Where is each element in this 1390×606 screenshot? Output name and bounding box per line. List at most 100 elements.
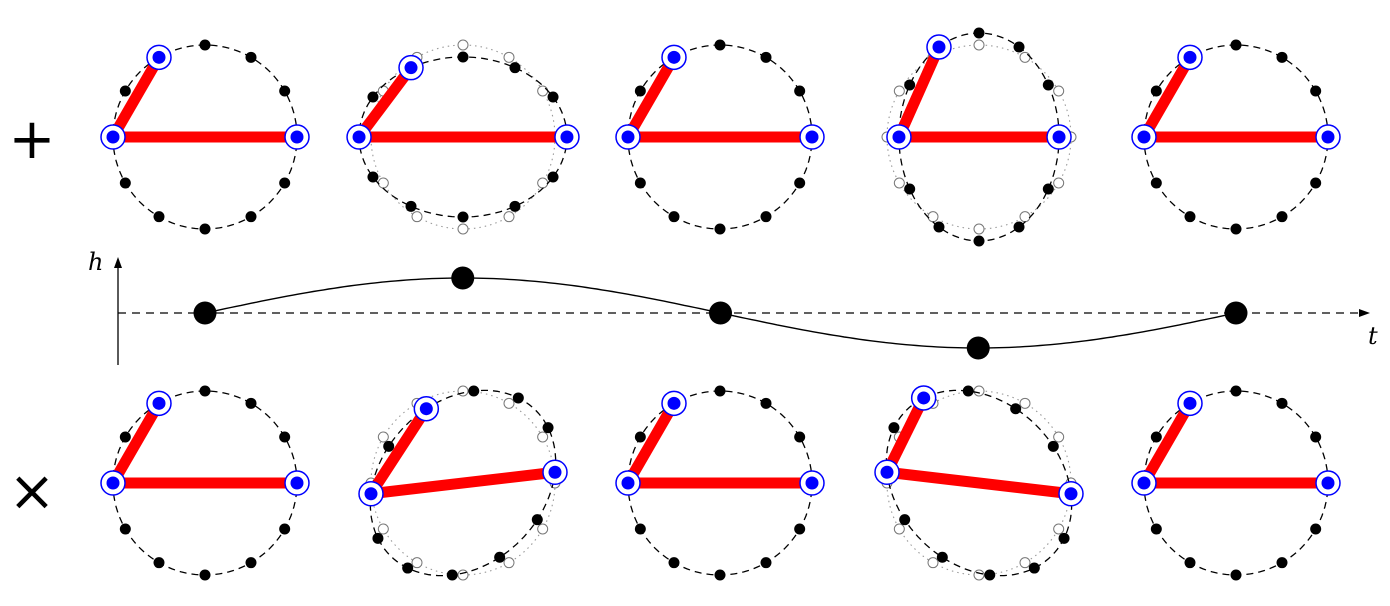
reference-mass [457, 39, 469, 51]
reference-mass [537, 85, 549, 97]
plus-row [100, 27, 1341, 247]
reference-mass [1053, 431, 1065, 443]
reference-mass [1019, 397, 1031, 409]
test-mass [153, 211, 165, 223]
interferometer-arm-diagonal [882, 395, 929, 475]
reference-mass [377, 431, 389, 443]
test-mass [668, 211, 680, 223]
test-mass [1276, 557, 1288, 569]
t-axis-arrowhead [1359, 309, 1370, 317]
test-mass [1230, 223, 1242, 235]
ring-cross-5 [1131, 385, 1341, 581]
interferometer-arm-horizontal [886, 466, 1072, 500]
test-mass [794, 523, 806, 535]
interferometer-arm-diagonal [893, 44, 945, 140]
interferometer-arm-diagonal [623, 400, 679, 486]
mirror-mass [560, 130, 574, 144]
test-mass [634, 523, 646, 535]
test-mass [367, 91, 379, 103]
mirror-mass [106, 130, 120, 144]
mirror-mass [621, 130, 635, 144]
test-mass [668, 557, 680, 569]
test-mass [714, 569, 726, 581]
test-mass [119, 523, 131, 535]
test-mass [468, 385, 480, 397]
test-mass [199, 223, 211, 235]
test-mass [245, 51, 257, 63]
test-mass [1276, 211, 1288, 223]
reference-mass [503, 397, 515, 409]
interferometer-arm-diagonal [366, 405, 431, 497]
ring-cross-1 [100, 385, 310, 581]
reference-mass [973, 385, 985, 397]
reference-mass [457, 385, 469, 397]
test-mass [372, 532, 384, 544]
mirror-mass [1137, 130, 1151, 144]
test-mass [933, 221, 945, 233]
reference-mass [537, 431, 549, 443]
ring-plus-4 [881, 27, 1077, 247]
test-mass [457, 51, 469, 63]
test-mass [984, 569, 996, 581]
test-mass [542, 422, 554, 434]
test-mass [509, 62, 521, 74]
ring-rows [100, 27, 1341, 581]
mirror-mass [1064, 487, 1078, 501]
test-mass [199, 39, 211, 51]
test-mass [1150, 85, 1162, 97]
test-mass [1230, 385, 1242, 397]
interferometer-arm-diagonal [1139, 54, 1195, 140]
test-mass [1230, 569, 1242, 581]
mirror-mass [419, 402, 433, 416]
test-mass [119, 431, 131, 443]
test-mass [973, 27, 985, 39]
mirror-mass [1183, 396, 1197, 410]
test-mass [1150, 431, 1162, 443]
test-mass [1150, 177, 1162, 189]
test-mass [794, 431, 806, 443]
test-mass [888, 422, 900, 434]
test-mass [760, 557, 772, 569]
reference-mass [927, 211, 939, 223]
test-mass [512, 392, 524, 404]
mirror-mass [1321, 130, 1335, 144]
reference-mass [457, 569, 469, 581]
reference-mass [503, 211, 515, 223]
test-mass [383, 440, 395, 452]
test-mass [402, 562, 414, 574]
mirror-mass [364, 487, 378, 501]
test-mass [794, 177, 806, 189]
mirror-mass [290, 130, 304, 144]
test-mass [509, 200, 521, 212]
test-mass [760, 51, 772, 63]
test-mass [1310, 523, 1322, 535]
cross-row [100, 385, 1341, 581]
strain-point [451, 266, 475, 290]
test-mass [794, 85, 806, 97]
mirror-mass [805, 476, 819, 490]
h-axis-label: h [88, 248, 103, 276]
test-mass [199, 569, 211, 581]
reference-mass [1053, 523, 1065, 535]
mirror-mass [805, 130, 819, 144]
test-mass [714, 39, 726, 51]
mirror-mass [352, 130, 366, 144]
reference-mass [377, 523, 389, 535]
cross-polarization-label: × [9, 459, 56, 524]
test-mass [457, 211, 469, 223]
test-mass [279, 523, 291, 535]
interferometer-arm-diagonal [1139, 400, 1195, 486]
test-mass [547, 171, 559, 183]
t-axis-label: t [1368, 322, 1378, 350]
reference-mass [537, 523, 549, 535]
test-mass [1042, 183, 1054, 195]
mirror-mass [667, 396, 681, 410]
mirror-mass [106, 476, 120, 490]
test-mass [1276, 51, 1288, 63]
test-mass [279, 431, 291, 443]
strain-point [966, 336, 990, 360]
reference-mass [973, 39, 985, 51]
ring-plus-2 [346, 39, 580, 235]
ring-plus-1 [100, 39, 310, 235]
test-mass [760, 397, 772, 409]
